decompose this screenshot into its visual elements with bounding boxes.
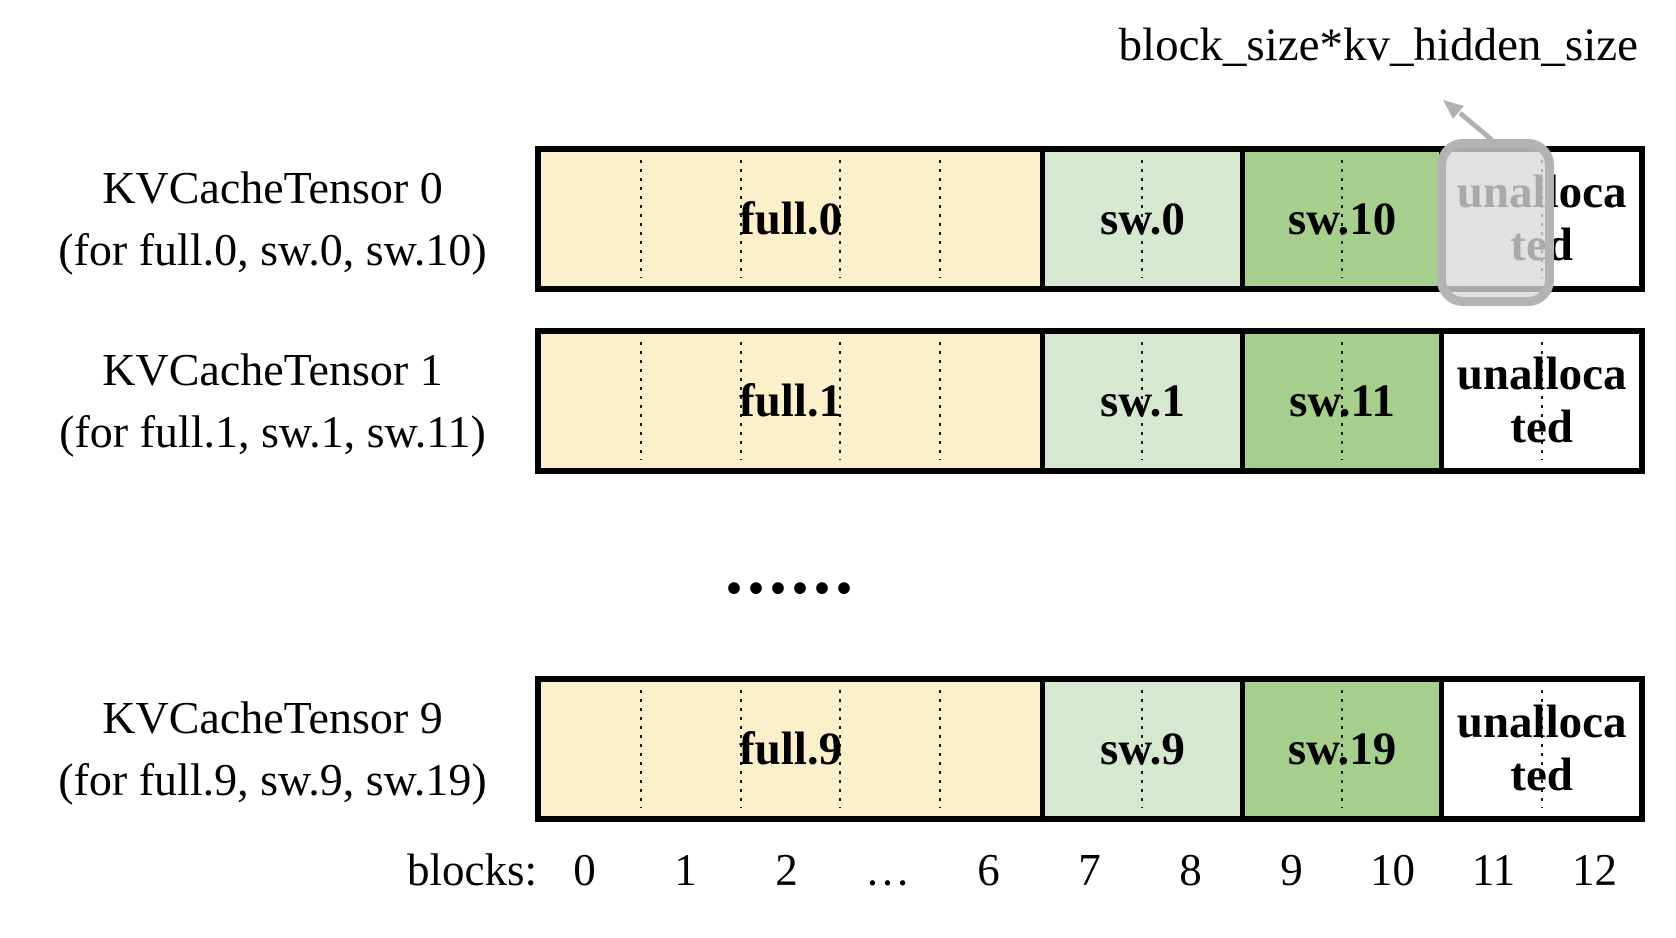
kv-cache-bar-1: full.1 sw.1 sw.11 unalloca ted — [535, 328, 1645, 474]
segment-label: sw.1 — [1099, 374, 1185, 427]
segment-label: sw.10 — [1287, 192, 1397, 245]
tensor-row-9-label: KVCacheTensor 9 (for full.9, sw.9, sw.19… — [25, 676, 520, 822]
tensor-row-0-subtitle: (for full.0, sw.0, sw.10) — [58, 224, 487, 275]
segment-full-9: full.9 — [541, 682, 1041, 816]
segment-sw-9: sw.9 — [1040, 682, 1240, 816]
segment-unallocated-9: unalloca ted — [1439, 682, 1639, 816]
axis-tick-8: 8 — [1179, 845, 1202, 895]
segment-label: full.9 — [738, 722, 843, 775]
block-size-annotation: block_size*kv_hidden_size — [1118, 19, 1638, 71]
kv-cache-bar-9: full.9 sw.9 sw.19 unalloca ted — [535, 676, 1645, 822]
tensor-row-9-subtitle: (for full.9, sw.9, sw.19) — [58, 754, 487, 805]
axis-tick-2: 2 — [775, 845, 798, 895]
tensor-row-0-title: KVCacheTensor 0 — [102, 162, 443, 213]
tensor-row-1-label: KVCacheTensor 1 (for full.1, sw.1, sw.11… — [25, 328, 520, 474]
tensor-row-1-title: KVCacheTensor 1 — [102, 344, 443, 395]
axis-tick-0: 0 — [573, 845, 596, 895]
axis-tick-10: 10 — [1370, 845, 1415, 895]
tensor-row-9-title: KVCacheTensor 9 — [102, 692, 443, 743]
block-highlight-box — [1437, 139, 1554, 306]
segment-sw-19: sw.19 — [1239, 682, 1440, 816]
axis-tick-7: 7 — [1078, 845, 1101, 895]
annotation-arrow-icon — [1443, 100, 1494, 142]
segment-label: sw.19 — [1287, 722, 1397, 775]
segment-label: unalloca ted — [1456, 696, 1627, 801]
segment-unallocated-1: unalloca ted — [1439, 334, 1639, 468]
segment-full-1: full.1 — [541, 334, 1041, 468]
segment-sw-11: sw.11 — [1239, 334, 1440, 468]
tensor-row-0: KVCacheTensor 0 (for full.0, sw.0, sw.10… — [0, 146, 1676, 292]
axis-tick-1: 1 — [674, 845, 697, 895]
segment-sw-10: sw.10 — [1239, 152, 1440, 286]
segment-full-0: full.0 — [541, 152, 1041, 286]
segment-label: sw.11 — [1289, 374, 1395, 427]
tensor-row-0-label: KVCacheTensor 0 (for full.0, sw.0, sw.10… — [25, 146, 520, 292]
segment-label: full.1 — [738, 374, 843, 427]
tensor-row-1: KVCacheTensor 1 (for full.1, sw.1, sw.11… — [0, 328, 1676, 474]
segment-sw-1: sw.1 — [1040, 334, 1240, 468]
rows-ellipsis: ...... — [725, 529, 857, 609]
segment-label: sw.0 — [1099, 192, 1185, 245]
axis-tick-6: 6 — [977, 845, 1000, 895]
segment-label: unalloca ted — [1456, 348, 1627, 453]
axis-tick-9: 9 — [1280, 845, 1303, 895]
axis-tick-11: 11 — [1471, 845, 1516, 895]
axis-tick-12: 12 — [1572, 845, 1617, 895]
segment-label: sw.9 — [1099, 722, 1185, 775]
axis-tick-ellipsis: … — [865, 845, 910, 895]
tensor-row-1-subtitle: (for full.1, sw.1, sw.11) — [59, 406, 486, 457]
tensor-row-9: KVCacheTensor 9 (for full.9, sw.9, sw.19… — [0, 676, 1676, 822]
segment-label: full.0 — [738, 192, 843, 245]
segment-sw-0: sw.0 — [1040, 152, 1240, 286]
axis-label-blocks: blocks: — [407, 845, 537, 895]
